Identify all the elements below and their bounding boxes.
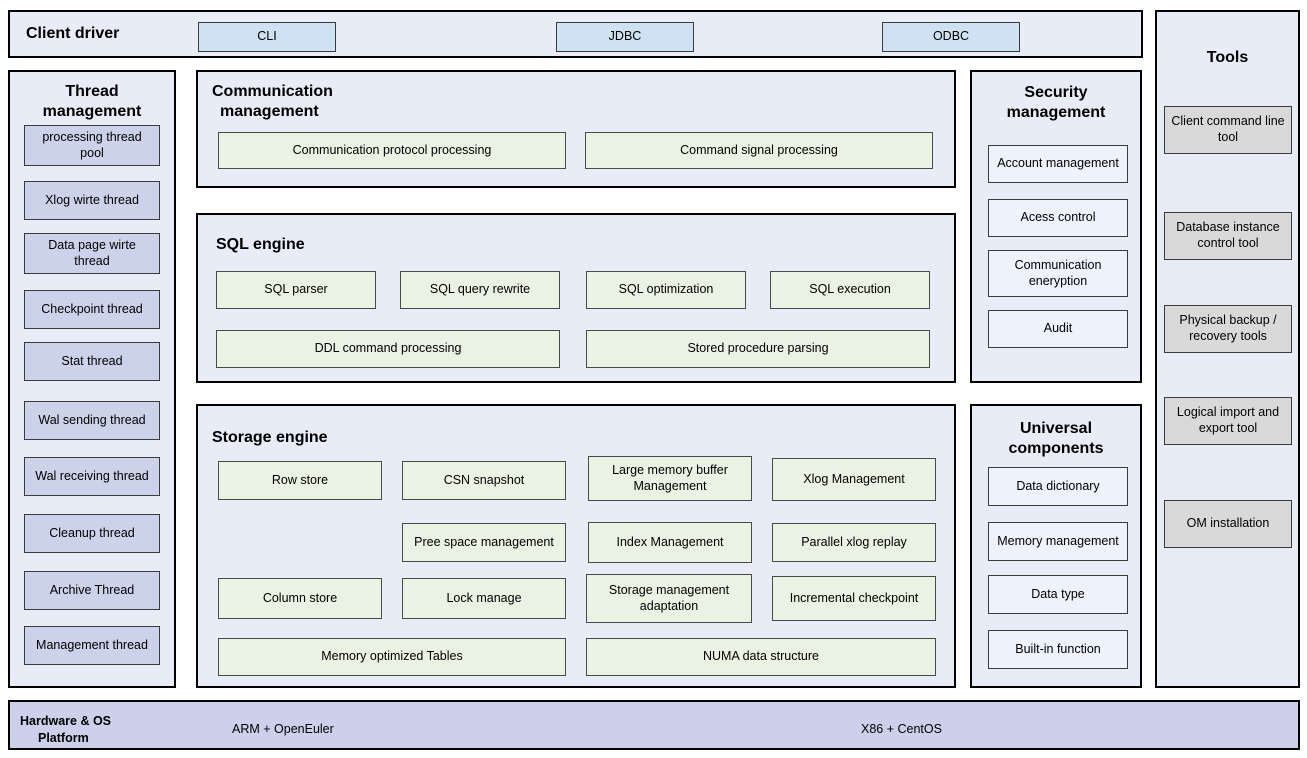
- universal-box-built-in-function[interactable]: Built-in function: [988, 630, 1128, 669]
- driver-box-jdbc[interactable]: JDBC: [556, 22, 694, 52]
- thread-management-title: Thread management: [42, 83, 142, 121]
- security-management-panel: Security management Account management A…: [970, 70, 1142, 383]
- sql-box-sql-optimization[interactable]: SQL optimization: [586, 271, 746, 309]
- sql-engine-title: SQL engine: [216, 236, 305, 253]
- storage-box-numa-data-structure[interactable]: NUMA data structure: [586, 638, 936, 676]
- universal-box-memory-management[interactable]: Memory management: [988, 522, 1128, 561]
- storage-box-large-memory-buffer-management[interactable]: Large memory buffer Management: [588, 456, 752, 501]
- tool-box-database-instance-control-tool[interactable]: Database instance control tool: [1164, 212, 1292, 260]
- storage-box-column-store[interactable]: Column store: [218, 578, 382, 619]
- sql-engine-panel: SQL engine SQL parser SQL query rewrite …: [196, 213, 956, 383]
- thread-box-cleanup-thread[interactable]: Cleanup thread: [24, 514, 160, 553]
- universal-components-title: Universal components: [1008, 420, 1104, 458]
- thread-box-stat-thread[interactable]: Stat thread: [24, 342, 160, 381]
- hardware-item-arm-openeuler: ARM + OpenEuler: [232, 722, 334, 736]
- storage-box-incremental-checkpoint[interactable]: Incremental checkpoint: [772, 576, 936, 621]
- tools-title: Tools: [1206, 49, 1249, 66]
- storage-box-csn-snapshot[interactable]: CSN snapshot: [402, 461, 566, 500]
- storage-box-xlog-management[interactable]: Xlog Management: [772, 458, 936, 501]
- sql-box-ddl-command-processing[interactable]: DDL command processing: [216, 330, 560, 368]
- thread-box-wal-receiving-thread[interactable]: Wal receiving thread: [24, 457, 160, 496]
- tool-box-om-installation[interactable]: OM installation: [1164, 500, 1292, 548]
- communication-management-title: Communication management: [212, 83, 333, 121]
- tool-box-logical-import-and-export-tool[interactable]: Logical import and export tool: [1164, 397, 1292, 445]
- tools-panel: Tools Client command line tool Database …: [1155, 10, 1300, 688]
- sql-box-sql-query-rewrite[interactable]: SQL query rewrite: [400, 271, 560, 309]
- security-management-title: Security management: [1006, 84, 1106, 122]
- security-box-account-management[interactable]: Account management: [988, 145, 1128, 183]
- storage-engine-panel: Storage engine Row store CSN snapshot La…: [196, 404, 956, 688]
- sql-box-sql-parser[interactable]: SQL parser: [216, 271, 376, 309]
- storage-box-lock-manage[interactable]: Lock manage: [402, 578, 566, 619]
- tool-box-physical-backup-recovery-tools[interactable]: Physical backup / recovery tools: [1164, 305, 1292, 353]
- thread-box-archive-thread[interactable]: Archive Thread: [24, 571, 160, 610]
- communication-management-panel: Communication management Communication p…: [196, 70, 956, 188]
- thread-box-wal-sending-thread[interactable]: Wal sending thread: [24, 401, 160, 440]
- security-box-acess-control[interactable]: Acess control: [988, 199, 1128, 237]
- universal-components-panel: Universal components Data dictionary Mem…: [970, 404, 1142, 688]
- storage-box-index-management[interactable]: Index Management: [588, 522, 752, 563]
- sql-box-stored-procedure-parsing[interactable]: Stored procedure parsing: [586, 330, 930, 368]
- storage-box-row-store[interactable]: Row store: [218, 461, 382, 500]
- sql-box-sql-execution[interactable]: SQL execution: [770, 271, 930, 309]
- thread-box-processing-thread-pool[interactable]: processing thread pool: [24, 125, 160, 166]
- universal-box-data-type[interactable]: Data type: [988, 575, 1128, 614]
- thread-box-xlog-wirte-thread[interactable]: Xlog wirte thread: [24, 181, 160, 220]
- client-driver-panel: Client driver CLI JDBC ODBC: [8, 10, 1143, 58]
- universal-box-data-dictionary[interactable]: Data dictionary: [988, 467, 1128, 506]
- client-driver-label: Client driver: [26, 25, 120, 42]
- driver-box-cli[interactable]: CLI: [198, 22, 336, 52]
- thread-management-panel: Thread management processing thread pool…: [8, 70, 176, 688]
- thread-box-data-page-wirte-thread[interactable]: Data page wirte thread: [24, 233, 160, 274]
- security-box-audit[interactable]: Audit: [988, 310, 1128, 348]
- comm-box-communication-protocol-processing[interactable]: Communication protocol processing: [218, 132, 566, 169]
- thread-box-checkpoint-thread[interactable]: Checkpoint thread: [24, 290, 160, 329]
- driver-box-odbc[interactable]: ODBC: [882, 22, 1020, 52]
- hardware-platform-title: Hardware & OS Platform: [20, 714, 112, 745]
- hardware-item-x86-centos: X86 + CentOS: [861, 722, 942, 736]
- comm-box-command-signal-processing[interactable]: Command signal processing: [585, 132, 933, 169]
- storage-box-parallel-xlog-replay[interactable]: Parallel xlog replay: [772, 523, 936, 562]
- thread-box-management-thread[interactable]: Management thread: [24, 626, 160, 665]
- storage-box-pree-space-management[interactable]: Pree space management: [402, 523, 566, 562]
- storage-engine-title: Storage engine: [212, 429, 328, 446]
- hardware-platform-panel: Hardware & OS Platform ARM + OpenEuler X…: [8, 700, 1300, 750]
- storage-box-storage-management-adaptation[interactable]: Storage management adaptation: [586, 574, 752, 623]
- tool-box-client-command-line-tool[interactable]: Client command line tool: [1164, 106, 1292, 154]
- security-box-communication-eneryption[interactable]: Communication eneryption: [988, 250, 1128, 297]
- storage-box-memory-optimized-tables[interactable]: Memory optimized Tables: [218, 638, 566, 676]
